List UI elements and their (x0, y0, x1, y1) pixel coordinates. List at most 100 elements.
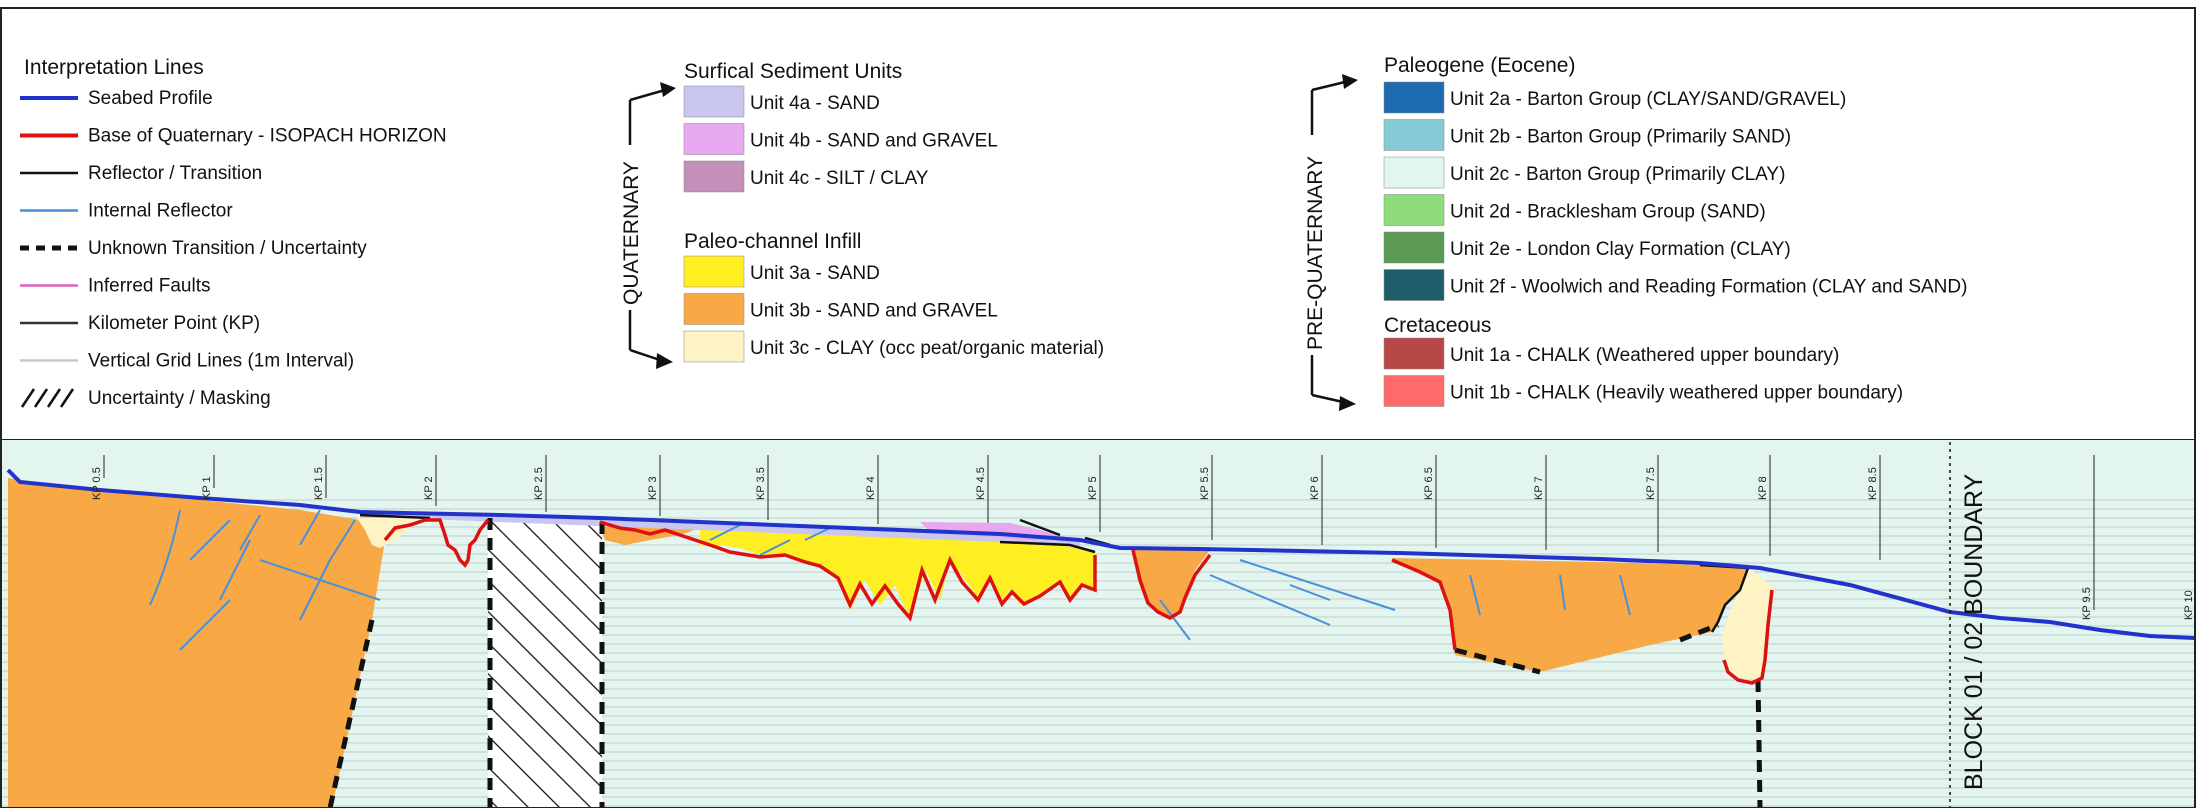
prequaternary-bracket (1310, 74, 1358, 411)
unit-swatch (683, 160, 745, 193)
unit-swatch (683, 330, 745, 363)
interpretation-item: Reflector / Transition (20, 163, 262, 184)
unit-3b-channel-kp55 (1133, 548, 1210, 618)
unit-legend-item: Unit 3c - CLAY (occ peat/organic materia… (683, 330, 1104, 363)
unit-swatch (1383, 194, 1445, 226)
unit-swatch (1383, 156, 1445, 189)
unit-label: Unit 4a - SAND (750, 93, 880, 114)
unit-3b-right-body (1392, 558, 1748, 672)
interpretation-item-label: Base of Quaternary - ISOPACH HORIZON (88, 126, 447, 147)
interpretation-item: Base of Quaternary - ISOPACH HORIZON (20, 126, 447, 147)
block-boundary-label: BLOCK 01 / 02 BOUNDARY (1960, 473, 1988, 790)
kp-label: KP 7.5 (1645, 467, 1657, 500)
unit-legend-item: Unit 2d - Bracklesham Group (SAND) (1383, 194, 1766, 226)
paleogene-title: Paleogene (Eocene) (1384, 54, 1575, 77)
interpretation-item-label: Unknown Transition / Uncertainty (88, 238, 367, 259)
unit-legend-item: Unit 2e - London Clay Formation (CLAY) (1383, 231, 1791, 264)
interpretation-item: Vertical Grid Lines (1m Interval) (20, 351, 354, 372)
unit-swatch (1383, 375, 1445, 407)
kp-label: KP 2 (423, 476, 435, 500)
unit-swatch (1383, 119, 1445, 151)
unit-swatch (683, 123, 745, 155)
unit-legend-item: Unit 4c - SILT / CLAY (683, 160, 929, 193)
interpretation-title: Interpretation Lines (24, 56, 204, 79)
unit-3c-channel-1 (355, 515, 420, 548)
kp-label: KP 8.5 (1867, 467, 1879, 500)
kp-label: KP 5 (1087, 476, 1099, 500)
interpretation-item-label: Uncertainty / Masking (88, 388, 271, 409)
unit-label: Unit 4b - SAND and GRAVEL (750, 131, 998, 152)
internal-reflectors (149, 509, 1631, 651)
unit-legend-item: Unit 2c - Barton Group (Primarily CLAY) (1383, 156, 1785, 189)
kp-label: KP 7 (1533, 476, 1545, 500)
kp-label: KP 0.5 (91, 467, 103, 500)
kp-label: KP 3 (647, 476, 659, 500)
kp-label: KP 4 (865, 476, 877, 500)
hatch-swatch-line (59, 388, 75, 408)
kp-label: KP 9.5 (2081, 587, 2093, 620)
unit-legend-item: Unit 2b - Barton Group (Primarily SAND) (1383, 119, 1791, 151)
unit-label: Unit 2f - Woolwich and Reading Formation… (1450, 277, 1967, 298)
unit-legend-item: Unit 3a - SAND (683, 255, 880, 288)
unit-label: Unit 2b - Barton Group (Primarily SAND) (1450, 127, 1791, 148)
prequaternary-legend: PRE-QUATERNARY Paleogene (Eocene) Cretac… (1304, 54, 1967, 411)
kp-ticks (103, 455, 2095, 610)
unit-swatch (683, 255, 745, 288)
unit-legend-item: Unit 4a - SAND (683, 85, 880, 118)
kp-label: KP 1 (201, 476, 213, 500)
unit-swatch (1383, 81, 1445, 114)
unit-label: Unit 3c - CLAY (occ peat/organic materia… (750, 338, 1104, 359)
unit-label: Unit 2e - London Clay Formation (CLAY) (1450, 239, 1791, 260)
interpretation-item: Inferred Faults (20, 276, 211, 297)
unit-label: Unit 3b - SAND and GRAVEL (750, 301, 998, 322)
interpretation-legend: Interpretation Lines Seabed ProfileBase … (20, 56, 447, 409)
unknown-transitions (327, 518, 1763, 807)
quaternary-bracket (628, 82, 676, 369)
cretaceous-title: Cretaceous (1384, 314, 1491, 337)
unit-legend-item: Unit 4b - SAND and GRAVEL (683, 123, 998, 155)
unit-legend-item: Unit 2f - Woolwich and Reading Formation… (1383, 269, 1967, 301)
seabed-profile-line (6, 468, 2194, 640)
unit-3a-channel (700, 528, 1095, 620)
unit-label: Unit 4c - SILT / CLAY (750, 168, 929, 189)
unit-label: Unit 2d - Bracklesham Group (SAND) (1450, 202, 1766, 223)
unit-legend-item: Unit 1a - CHALK (Weathered upper boundar… (1383, 337, 1839, 370)
kp-label: KP 4.5 (975, 467, 987, 500)
interpretation-item-label: Reflector / Transition (88, 163, 262, 184)
unit-legend-item: Unit 3b - SAND and GRAVEL (683, 293, 998, 325)
interpretation-item: Kilometer Point (KP) (20, 313, 260, 334)
unit-legend-item: Unit 2a - Barton Group (CLAY/SAND/GRAVEL… (1383, 81, 1846, 114)
kp-label: KP 6.5 (1423, 467, 1435, 500)
unit-label: Unit 1b - CHALK (Heavily weathered upper… (1450, 383, 1903, 404)
unit-label: Unit 1a - CHALK (Weathered upper boundar… (1450, 345, 1839, 366)
unit-swatch (683, 85, 745, 118)
interpretation-item: Internal Reflector (20, 201, 233, 222)
surfical-sediment-title: Surfical Sediment Units (684, 60, 902, 83)
quaternary-label: QUATERNARY (620, 161, 643, 305)
kp-label: KP 6 (1309, 476, 1321, 500)
hatch-swatch-line (46, 388, 62, 408)
kp-label: KP 8 (1757, 476, 1769, 500)
unit-3b-left-body (8, 478, 385, 807)
unit-swatch (1383, 269, 1445, 301)
prequaternary-label: PRE-QUATERNARY (1304, 156, 1327, 350)
interpretation-item-label: Vertical Grid Lines (1m Interval) (88, 351, 354, 372)
hatch-swatch-line (20, 388, 36, 408)
unit-legend-item: Unit 1b - CHALK (Heavily weathered upper… (1383, 375, 1903, 407)
unit-swatch (683, 293, 745, 325)
kp-label: KP 10 (2183, 590, 2195, 620)
kp-label: KP 5.5 (1199, 467, 1211, 500)
interpretation-item: Unknown Transition / Uncertainty (20, 238, 367, 259)
paleo-channel-title: Paleo-channel Infill (684, 230, 861, 253)
interpretation-item: Uncertainty / Masking (20, 388, 271, 409)
masking-hatch (488, 516, 602, 807)
unit-swatch (1383, 337, 1445, 370)
interpretation-item-label: Seabed Profile (88, 88, 213, 109)
interpretation-item: Seabed Profile (20, 88, 213, 109)
hatch-swatch-line (33, 388, 49, 408)
unit-4a-surface (360, 512, 1080, 547)
interpretation-item-label: Inferred Faults (88, 276, 211, 297)
